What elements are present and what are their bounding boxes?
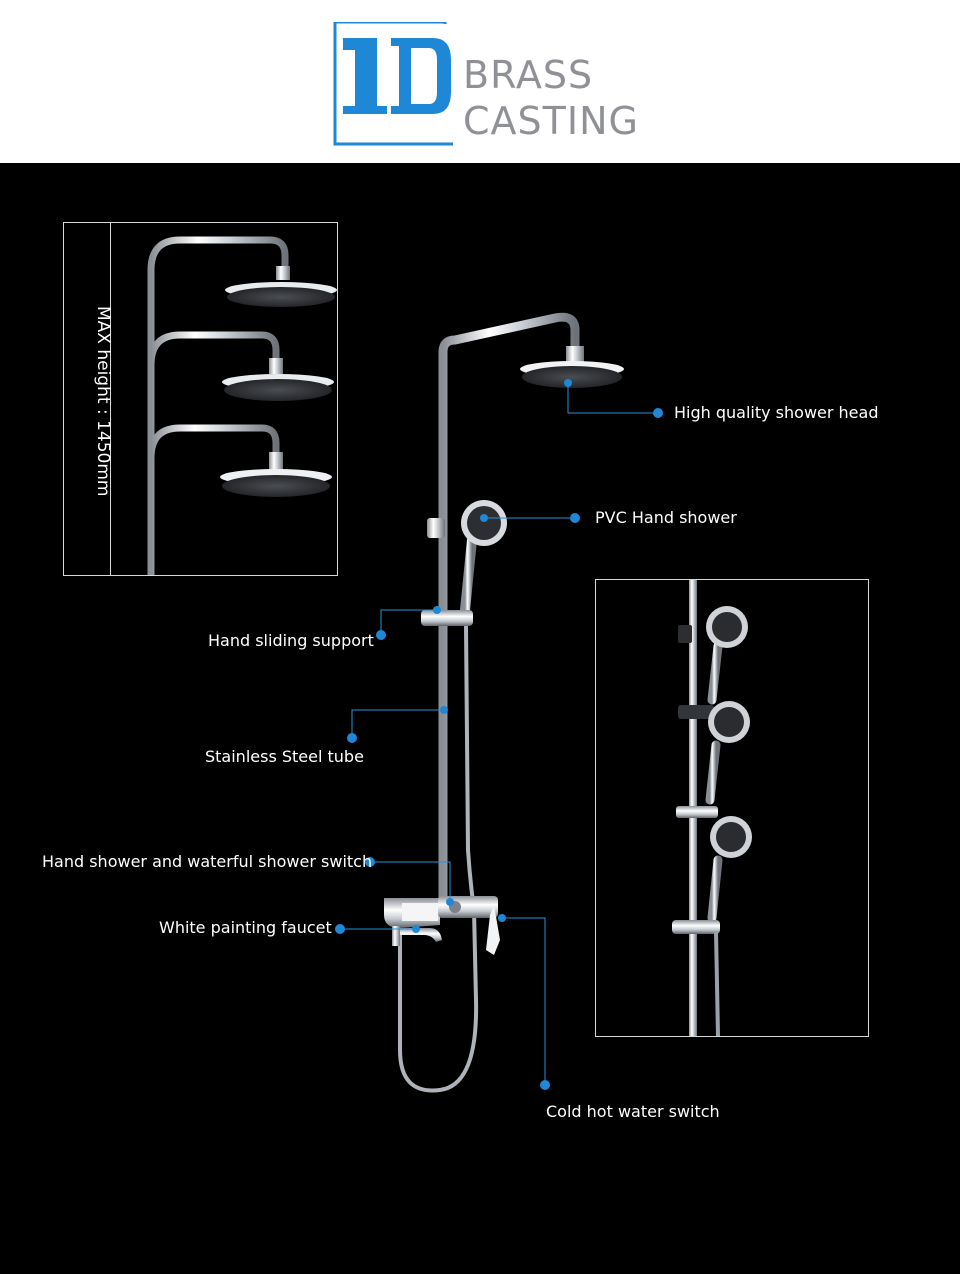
callout-sliding-support: Hand sliding support xyxy=(208,631,374,650)
brand-logo-icon xyxy=(333,22,453,146)
height-variants-panel xyxy=(63,222,338,576)
rain-shower-head-icon xyxy=(220,266,337,497)
callout-dots xyxy=(335,379,663,1090)
height-variant-arms xyxy=(147,236,289,575)
hand-shower-positions-panel xyxy=(595,579,869,1037)
brand-name-line-2: CASTING xyxy=(463,99,639,143)
callout-switch: Hand shower and waterful shower switch xyxy=(42,852,373,871)
hand-shower-position-variants xyxy=(672,580,752,1037)
callout-steel-tube: Stainless Steel tube xyxy=(205,747,364,766)
callout-lines xyxy=(340,380,657,1084)
brand-name-line-1: BRASS xyxy=(463,53,594,97)
main-shower-column xyxy=(384,312,624,1093)
panel-divider xyxy=(110,223,111,575)
callout-shower-head: High quality shower head xyxy=(674,403,879,422)
callout-faucet: White painting faucet xyxy=(159,918,332,937)
callout-cold-hot-switch: Cold hot water switch xyxy=(546,1102,720,1121)
brand-header: BRASS CASTING xyxy=(0,0,960,163)
callout-hand-shower: PVC Hand shower xyxy=(595,508,737,527)
